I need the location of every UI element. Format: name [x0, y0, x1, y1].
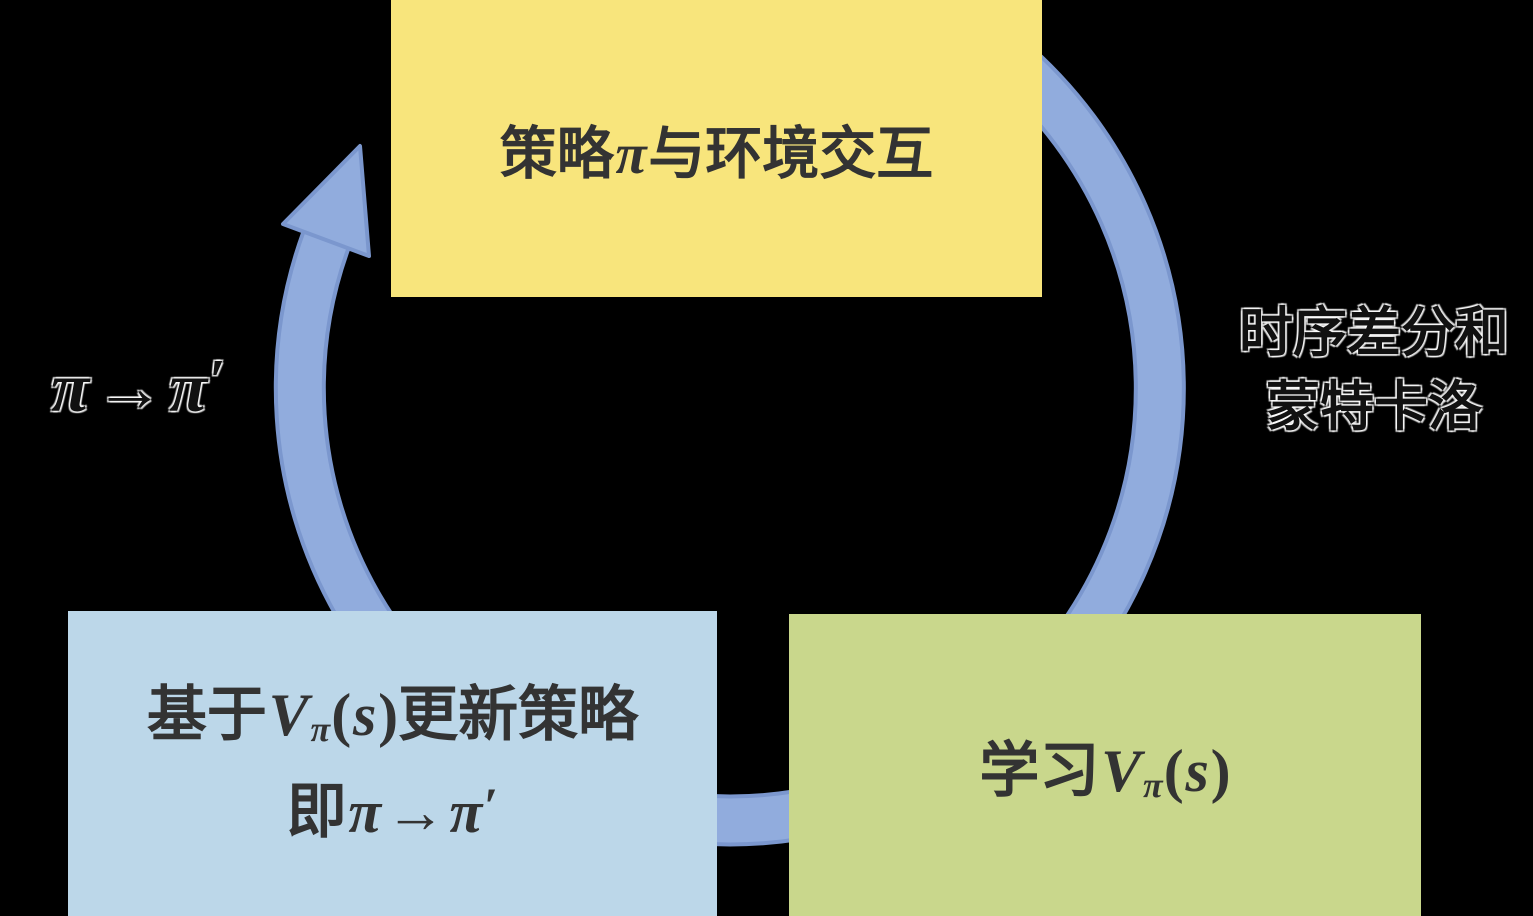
- label-td-and-monte-carlo: 时序差分和 蒙特卡洛: [1215, 296, 1533, 444]
- text-segment: π: [169, 349, 208, 427]
- node-label-line1: 基于Vπ(s)更新策略: [147, 676, 638, 768]
- text-segment: V: [268, 681, 309, 748]
- text-segment: →: [385, 779, 446, 846]
- text-segment: ′: [209, 347, 227, 413]
- node-label-line2: 即π→π′: [287, 768, 499, 851]
- text-segment: π: [348, 779, 382, 846]
- text-segment: (: [1163, 737, 1184, 804]
- text-segment: π: [1142, 764, 1163, 805]
- text-segment: 即: [286, 779, 347, 846]
- text-segment: ′: [484, 779, 499, 836]
- label-td-mc-line2: 蒙特卡洛: [1266, 377, 1482, 437]
- text-segment: s: [353, 681, 377, 748]
- text-segment: π: [51, 349, 90, 427]
- node-learn-value-function: 学习Vπ(s): [789, 614, 1421, 916]
- text-segment: 与环境交互: [648, 122, 934, 186]
- node-label: 策略π与环境交互: [500, 108, 934, 190]
- text-segment: s: [1185, 737, 1209, 804]
- text-segment: 基于: [146, 681, 267, 748]
- label-policy-improvement: π→π′: [15, 346, 260, 429]
- text-segment: 学习: [979, 737, 1100, 804]
- node-update-policy: 基于Vπ(s)更新策略 即π→π′: [68, 611, 717, 916]
- node-policy-env-interaction: 策略π与环境交互: [391, 0, 1042, 297]
- text-segment: 策略: [499, 122, 614, 186]
- text-segment: (: [331, 681, 352, 748]
- text-segment: →: [94, 349, 165, 427]
- text-segment: 更新策略: [398, 681, 639, 748]
- label-policy-improvement-text: π→π′: [15, 346, 260, 429]
- node-label: 学习Vπ(s): [979, 722, 1230, 809]
- label-td-mc-line1: 时序差分和: [1239, 303, 1509, 363]
- text-segment: V: [1101, 737, 1142, 804]
- cycle-arrowhead-icon: [281, 144, 371, 258]
- text-segment: π: [310, 709, 331, 750]
- text-segment: ): [378, 681, 399, 748]
- text-segment: π: [449, 779, 483, 846]
- text-segment: ): [1210, 737, 1231, 804]
- text-segment: π: [615, 122, 647, 186]
